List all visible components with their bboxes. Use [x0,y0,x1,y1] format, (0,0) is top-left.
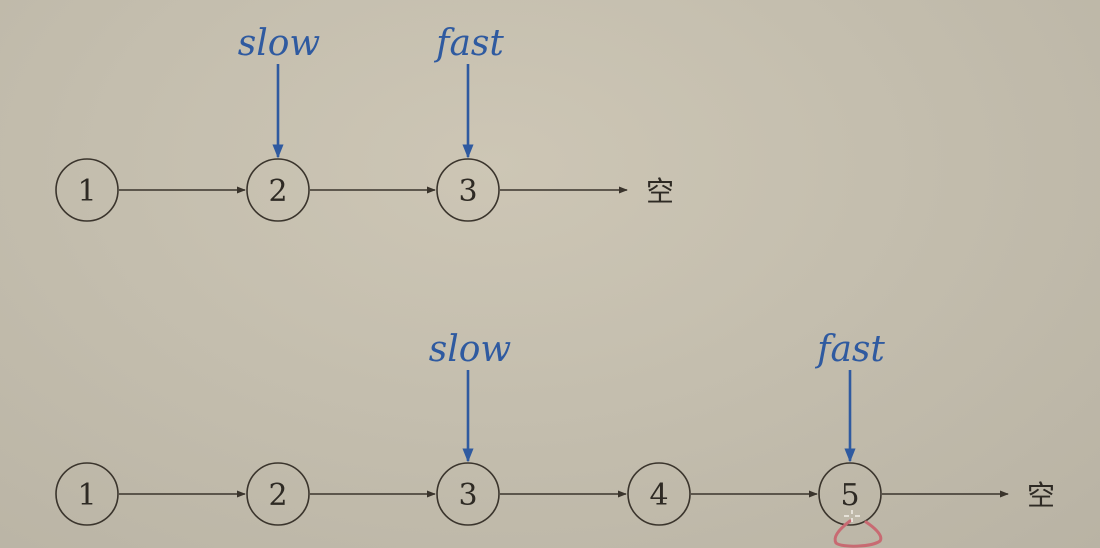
node-value: 3 [458,478,477,513]
pointer-label: fast [433,23,504,64]
list-node: 5 [818,462,882,526]
pointer-label: fast [814,329,885,370]
node-circle [436,158,500,222]
list-even: slow fast 1 2 3 4 5 [55,329,1055,548]
list-node: 3 [436,462,500,526]
node-value: 2 [268,174,287,209]
node-circle [818,462,882,526]
null-label: 空 [646,175,674,208]
pointer-fast: fast [814,329,885,463]
list-node: 1 [55,158,119,222]
list-odd: slow fast 1 2 3 空 [55,23,674,222]
node-circle [55,158,119,222]
pointer-slow: slow [238,23,321,159]
node-circle [246,462,310,526]
list-node: 1 [55,462,119,526]
node-value: 1 [77,478,96,513]
node-circle [436,462,500,526]
cursor-icon [844,510,860,522]
node-value: 2 [268,478,287,513]
pen-annotation [833,519,883,548]
node-value: 3 [458,174,477,209]
list-node: 4 [627,462,691,526]
null-label: 空 [1027,479,1055,512]
list-node: 2 [246,158,310,222]
pointer-fast: fast [433,23,504,159]
node-circle [246,158,310,222]
node-value: 1 [77,174,96,209]
pointer-slow: slow [429,329,512,463]
pointer-label: slow [429,329,512,370]
list-node: 2 [246,462,310,526]
pointer-label: slow [238,23,321,64]
node-value: 4 [649,478,668,513]
node-circle [55,462,119,526]
node-circle [627,462,691,526]
node-value: 5 [840,478,859,513]
list-node: 3 [436,158,500,222]
